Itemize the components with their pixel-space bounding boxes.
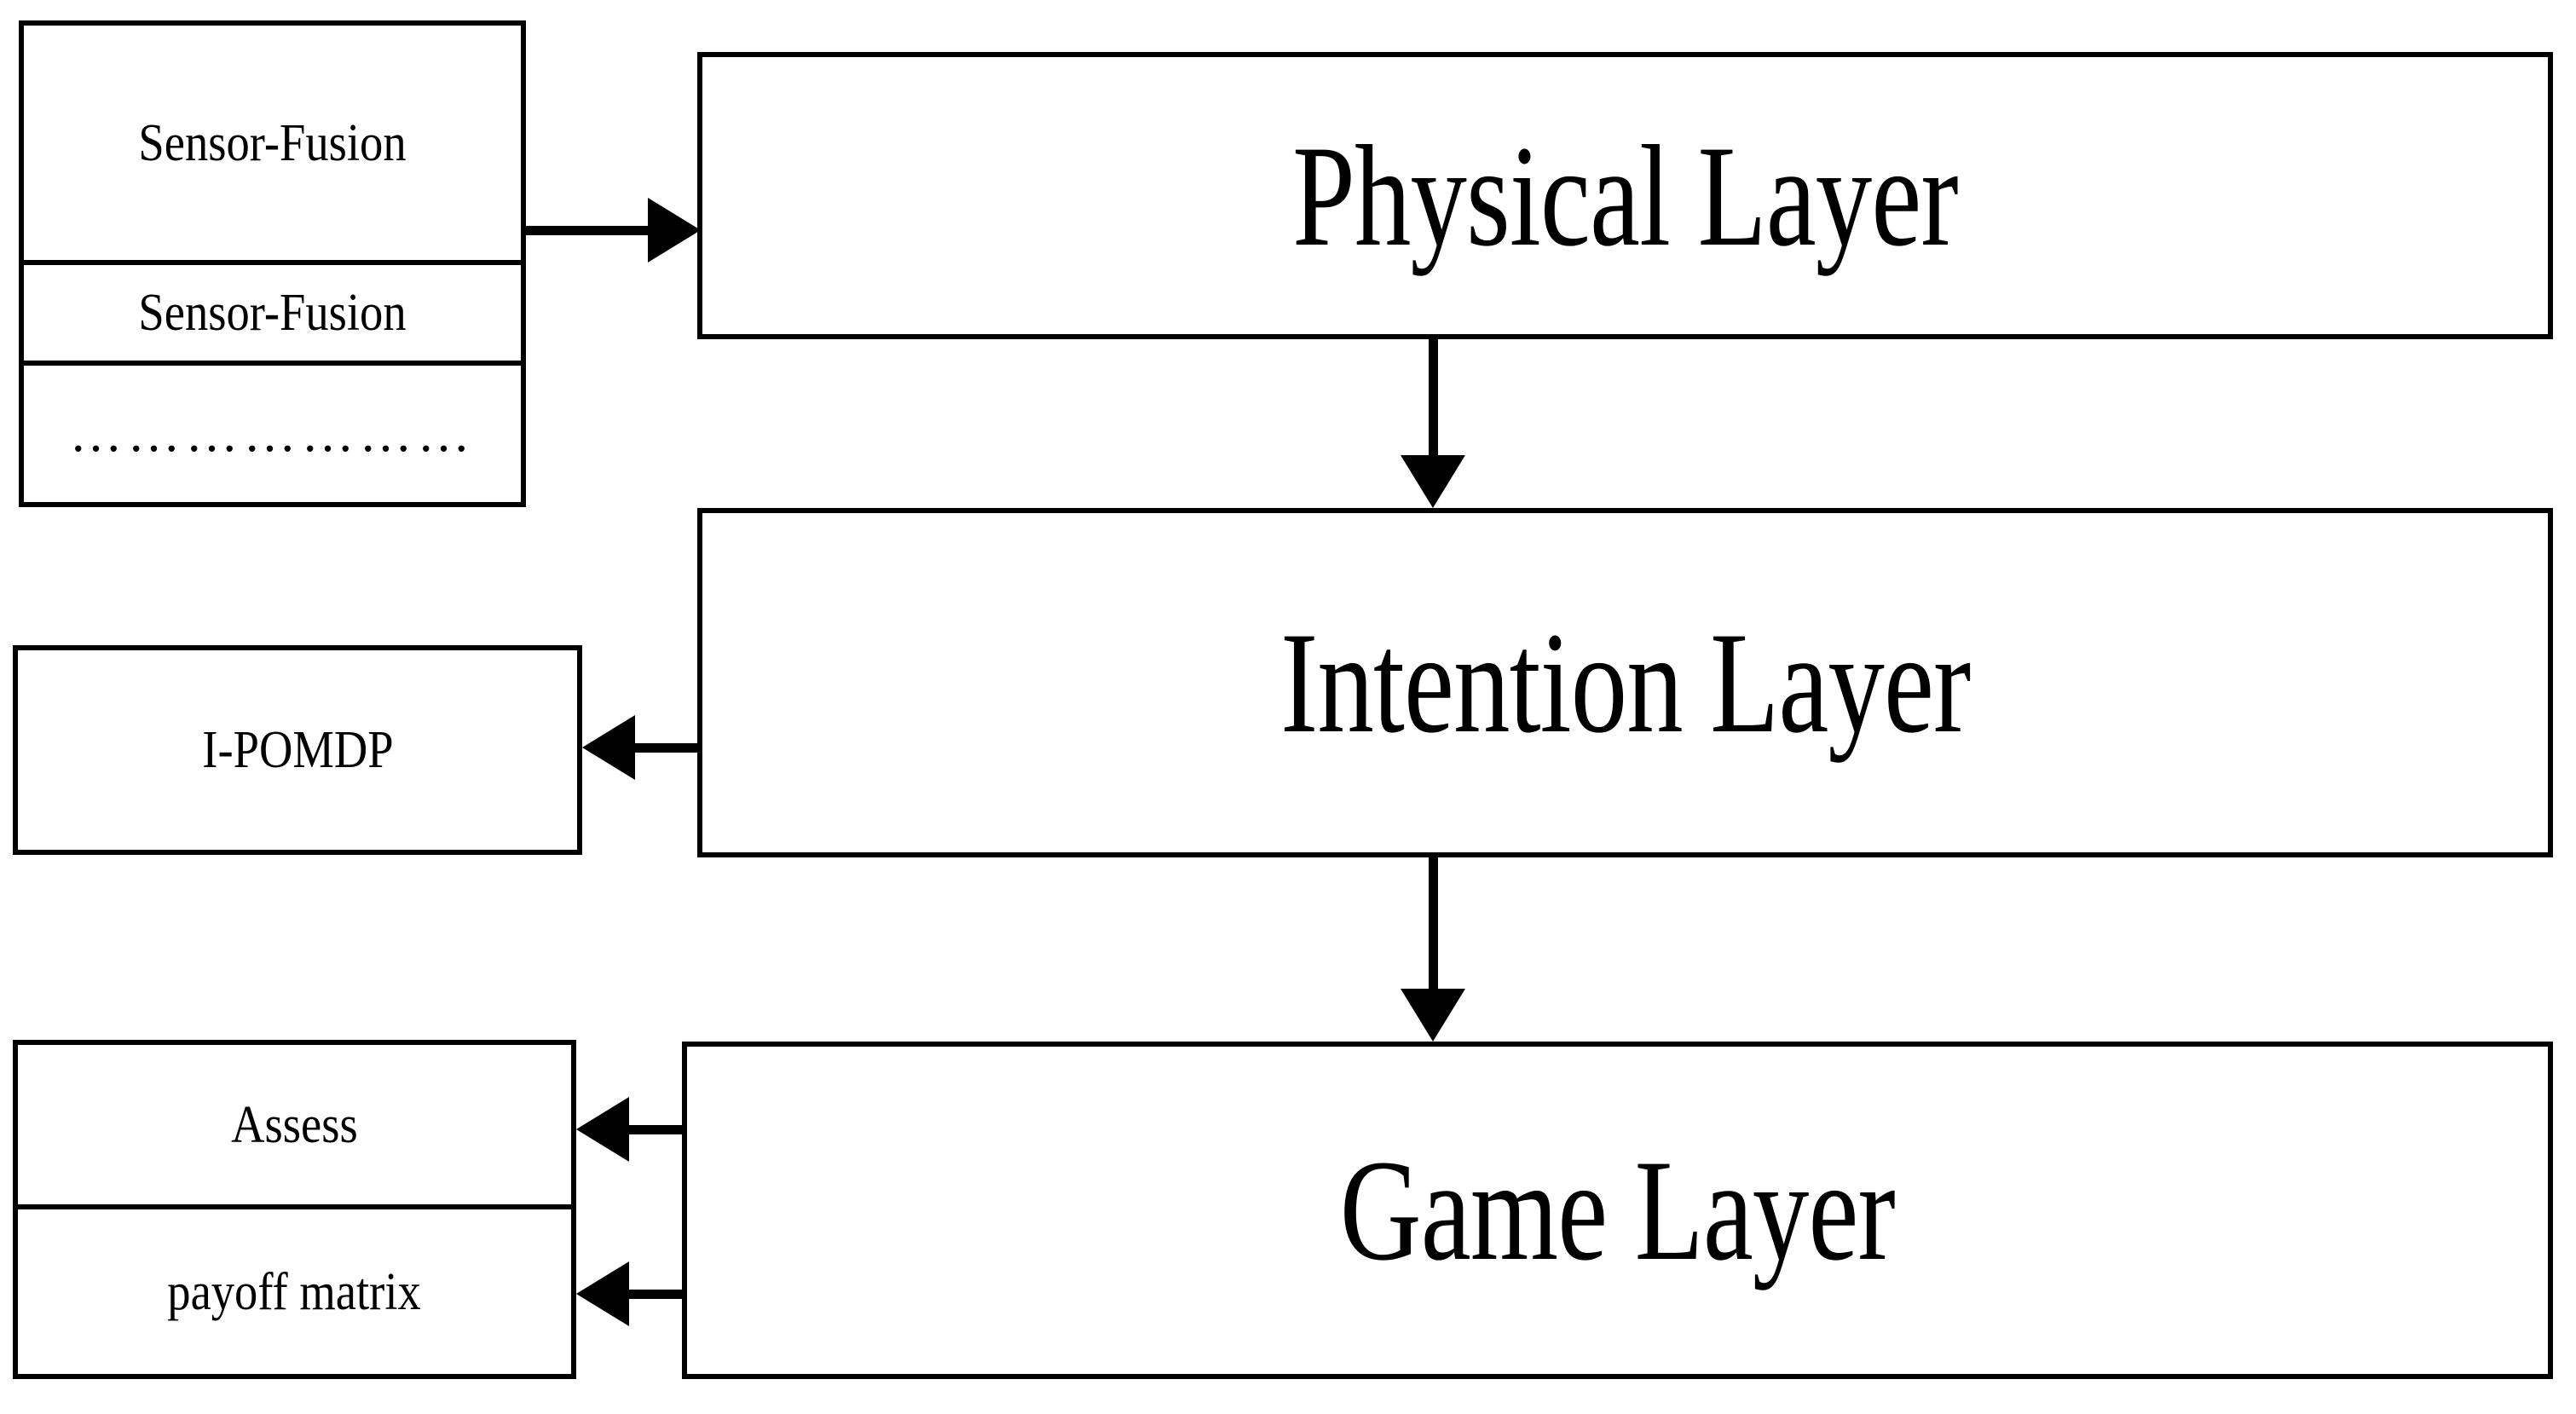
sensor-fusion-row-1-label: Sensor-Fusion [138, 113, 407, 172]
physical-layer-box[interactable] [697, 52, 2553, 339]
physical-to-intention-arrowhead [1401, 455, 1465, 508]
assess-label: Assess [231, 1095, 358, 1154]
sensor-fusion-row-1[interactable]: Sensor-Fusion [24, 26, 521, 260]
game-support-module [13, 1040, 576, 1379]
sensor-module-divider-1 [19, 260, 526, 265]
ipomdp-label: I-POMDP [201, 721, 394, 779]
physical-layer: Physical Layer [697, 52, 2553, 339]
intention-layer-label: Intention Layer [1279, 603, 1971, 763]
game-to-payoff-matrix-arrowhead [576, 1261, 629, 1326]
intention-to-game-line [1429, 857, 1438, 994]
physical-layer-label: Physical Layer [1292, 115, 1959, 276]
intention-layer-box[interactable] [697, 508, 2553, 857]
ipomdp-box[interactable] [13, 645, 582, 855]
game-layer-box[interactable] [682, 1042, 2553, 1379]
game-layer-label: Game Layer [1339, 1130, 1896, 1290]
game-to-assess-arrowhead [576, 1097, 629, 1162]
sensor-to-physical-arrowhead [648, 198, 701, 263]
sensor-fusion-row-3[interactable]: ………………… [24, 366, 521, 502]
game-to-assess-line [629, 1125, 687, 1134]
game-layer: Game Layer [682, 1042, 2553, 1379]
sensor-fusion-row-2[interactable]: Sensor-Fusion [24, 265, 521, 361]
assess-row[interactable]: Assess [18, 1045, 571, 1204]
sensor-module-divider-2 [19, 361, 526, 366]
game-support-divider [13, 1204, 576, 1209]
sensor-fusion-ellipsis-label: ………………… [69, 405, 476, 463]
physical-to-intention-line [1429, 339, 1438, 460]
game-to-payoff-matrix-line [629, 1290, 687, 1299]
ipomdp-module: I-POMDP [13, 645, 582, 855]
payoff-matrix-row[interactable]: payoff matrix [18, 1209, 571, 1374]
intention-layer: Intention Layer [697, 508, 2553, 857]
intention-to-game-arrowhead [1401, 989, 1465, 1042]
payoff-matrix-label: payoff matrix [167, 1262, 422, 1321]
sensor-to-physical-line [526, 226, 654, 235]
sensor-fusion-row-2-label: Sensor-Fusion [138, 284, 407, 342]
intention-to-ipomdp-line [635, 743, 699, 753]
intention-to-ipomdp-arrowhead [582, 715, 635, 780]
